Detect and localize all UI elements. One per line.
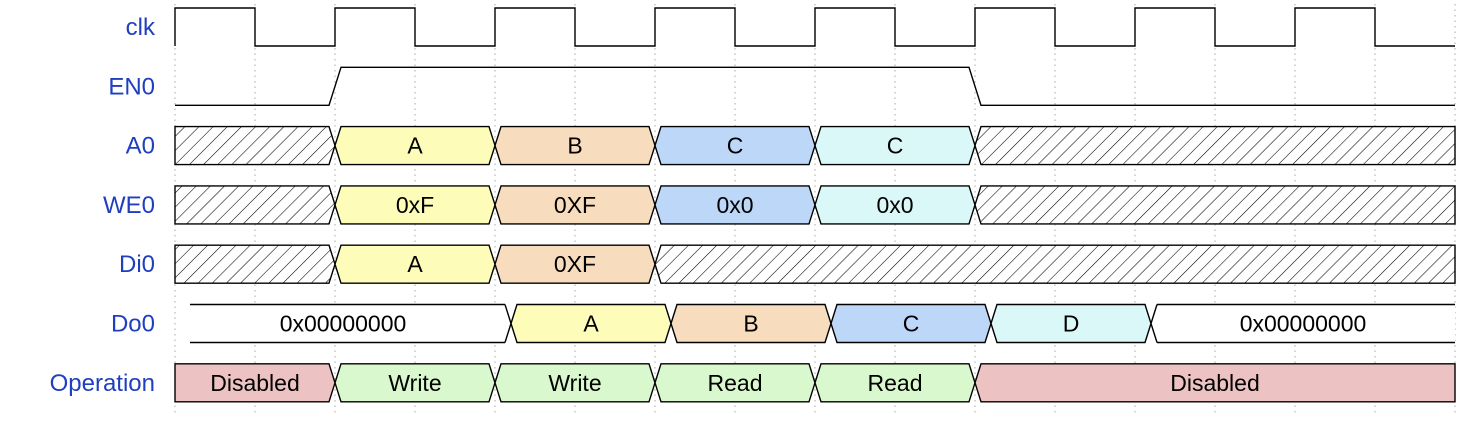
wave-clk <box>174 7 1455 47</box>
we0-segment-undefined <box>974 185 1456 225</box>
signal-label-do0: Do0 <box>111 311 155 338</box>
operation-value-label: Read <box>708 370 763 396</box>
do0-segment-outline <box>190 303 512 344</box>
wave-en0 <box>175 66 1455 106</box>
operation-value-label: Disabled <box>210 370 300 396</box>
signal-label-we0: WE0 <box>103 192 155 219</box>
operation-segment <box>174 363 336 403</box>
do0-value-label: 0x00000000 <box>1240 311 1367 337</box>
operation-value-label: Disabled <box>1170 370 1260 396</box>
di0-segment-undefined <box>654 244 1456 284</box>
signal-label-di0: Di0 <box>119 251 155 278</box>
a0-value-label: A <box>407 133 423 159</box>
a0-segment-undefined <box>974 125 1456 166</box>
operation-value-label: Read <box>868 370 923 396</box>
do0-segment <box>190 304 511 343</box>
en0-waveform <box>175 66 1455 106</box>
signal-label-a0: A0 <box>126 133 155 160</box>
wave-do0: 0x00000000 A B C D 0x00000000 <box>190 303 1455 344</box>
di0-value-label: 0XF <box>554 251 596 277</box>
operation-value-label: Write <box>548 370 601 396</box>
operation-value-label: Write <box>388 370 441 396</box>
we0-value-label: 0xF <box>396 192 434 218</box>
do0-value-label: 0x00000000 <box>280 311 407 337</box>
we0-segment-undefined <box>174 185 336 225</box>
wave-we0: 0xF 0XF 0x0 0x0 <box>174 185 1456 225</box>
a0-value-label: C <box>887 133 904 159</box>
do0-segment-outline <box>1150 303 1455 344</box>
di0-segment-undefined <box>174 244 336 284</box>
do0-value-label: B <box>743 311 758 337</box>
do0-value-label: C <box>903 311 920 337</box>
wave-operation: Disabled Write Write Read Read Disabled <box>174 363 1456 403</box>
do0-value-label: A <box>583 311 599 337</box>
do0-segment <box>1151 304 1455 343</box>
clk-waveform <box>174 7 1455 47</box>
operation-segment <box>974 363 1456 403</box>
a0-value-label: B <box>567 133 582 159</box>
we0-value-label: 0XF <box>554 192 596 218</box>
a0-value-label: C <box>727 133 744 159</box>
we0-value-label: 0x0 <box>876 192 913 218</box>
signal-label-en0: EN0 <box>108 73 155 100</box>
a0-segment-undefined <box>174 125 336 166</box>
do0-value-label: D <box>1063 311 1080 337</box>
signal-label-clk: clk <box>126 14 156 41</box>
di0-value-label: A <box>407 251 423 277</box>
wave-di0: A 0XF <box>174 244 1456 284</box>
signal-label-operation: Operation <box>50 370 155 397</box>
we0-value-label: 0x0 <box>716 192 753 218</box>
